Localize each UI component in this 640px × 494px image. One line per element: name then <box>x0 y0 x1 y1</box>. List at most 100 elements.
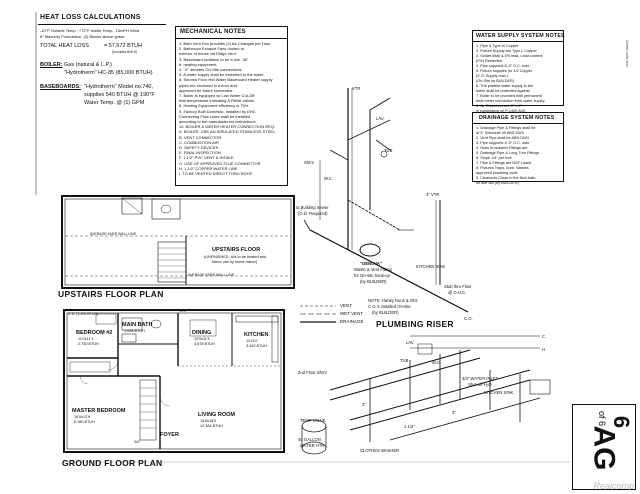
sheet-of: of 6 <box>597 411 607 427</box>
room-name: LIVING ROOM <box>198 412 235 418</box>
note-line: (2'-0" Supply max.) <box>476 74 509 78</box>
riser-tub: TUB <box>384 148 393 153</box>
note-line: 9. Factory Built Domestic, Installed by … <box>179 108 256 114</box>
lower-water-inlet2: Shut-off H₂O <box>468 382 492 387</box>
note-line: B. VENT CONNECTOR <box>179 134 222 140</box>
note-line: D. SAFETY DEVICES <box>179 145 219 151</box>
note-line: 5. Drainage Pipe & Long Turn Fittings <box>476 151 540 155</box>
heat-loss-line1: -10°F Outside Temp., +72°F Inside Temp.,… <box>40 28 140 33</box>
total-heat-loss-label: TOTAL HEAT LOSS <box>40 43 89 49</box>
note-line: 3. Baseboard radiation to be a min. 36" <box>179 56 249 62</box>
total-heat-loss-sub: (Includes 8x6 ft) <box>112 50 137 54</box>
ground-dim-top2: 8'-0" <box>180 309 188 313</box>
note-line: 10. BOILER & WATER HEATER CONNECTION REQ… <box>179 124 276 130</box>
riser-sewer-sub: (O.D. Required) <box>298 211 328 216</box>
note-line: that temperature indicating & Relief val… <box>179 98 256 104</box>
baseboard-text1: "Hydrotherm" Model no.740, <box>84 84 154 90</box>
note-line: boiler shall be protected against <box>476 89 530 93</box>
note-line: 8. Heating Equipment efficiency is 75% <box>179 103 249 109</box>
total-heat-loss-value: = 57,672 BTUH <box>104 43 143 49</box>
note-line: 5. Fixture supplies (to 1/2 Copper <box>476 69 533 73</box>
plumbing-legend-lines <box>300 305 336 323</box>
lower-wc: W.C. <box>432 360 442 365</box>
room-name: MASTER BEDROOM <box>72 408 126 414</box>
note-line: 4. Pipe supports 6'-0" O.C. max. <box>476 64 531 68</box>
room-btu: 4,878 BTUH <box>194 342 215 346</box>
room-size: 15'6x18'0 <box>200 419 217 423</box>
upstairs-room-sub1: (UNFINISHED, Not to be heated and <box>204 255 267 259</box>
note-line: 5. A water supply shall be extended to t… <box>179 72 265 78</box>
room-name: FOYER <box>160 432 179 438</box>
riser-lav: LAV. <box>376 116 385 121</box>
water-rule <box>473 41 563 42</box>
riser-co: C.O. <box>464 316 473 321</box>
heat-loss-rule <box>38 24 166 25</box>
drainage-notes-box: DRAINAGE SYSTEM NOTES 1. Drainage Pipe &… <box>472 112 564 185</box>
drainage-notes-list: 1. Drainage Pipe & Fittings shall be of … <box>476 126 564 186</box>
note-line: 4. Hubs to Isolated Fittings are <box>476 146 528 150</box>
lower-tub: TUB <box>400 358 409 363</box>
note-line: Connecting Flow Lines shall be installed <box>179 113 251 119</box>
lower-water-inlet: 3/4" WATER INLET <box>462 376 499 381</box>
room-btu: 2,730 BTUH <box>78 342 99 346</box>
note-line: 2. Fixture Supply are Type L Copper <box>476 49 537 53</box>
riser-stub-sub: @ O.H.C. <box>448 290 467 295</box>
drainage-notes-title: DRAINAGE SYSTEM NOTES <box>479 115 555 121</box>
mechanical-notes-box: MECHANICAL NOTES 1. Bath Vent Fan provid… <box>175 26 288 186</box>
note-line: 1. Pipe & Type M Copper <box>476 44 519 48</box>
lower-lav: LAV. <box>406 340 415 345</box>
room-btu: 3,440 BTUH <box>246 344 267 348</box>
note-line: 7. Boiler is equipped w/ Low Water Cut-O… <box>179 93 256 99</box>
boiler-text2: "Hydrotherm" HC-85 (85,000 BTUH) <box>64 70 153 76</box>
note-line: on-site will (by BUILDER) <box>476 181 519 185</box>
ground-dim-top: 9'-6" (3,300 BTUH) <box>68 312 99 316</box>
upstairs-room-label: UPSTAIRS FLOOR <box>212 247 261 253</box>
lower-dim-1-5in: 1 1/2" <box>404 424 415 429</box>
riser-vtr-3in: 3" VTR <box>426 192 440 197</box>
lower-gallon: 40 GALLON <box>298 437 321 442</box>
note-line: 7. Pipe & Fittings are NSF Listed <box>476 161 532 165</box>
riser-genova: "GENOVA" <box>360 261 382 266</box>
legend-wetvent: WET VENT <box>340 311 364 316</box>
note-line: 3. Solder shall & 0% lead, Lead content <box>476 54 543 58</box>
boiler-text1: Gas (natural & L.P.) <box>64 62 112 68</box>
watermark: Realcomp <box>593 481 634 491</box>
riser-stub: Stub thru Floor <box>444 284 472 289</box>
baseboard-text3: Water Temp. @ (1) GPM <box>84 100 145 106</box>
plumbing-riser-lower <box>301 335 551 455</box>
lower-temp-valve: TEMP VALVE <box>300 418 326 423</box>
note-line: 4. "V" denotes On-Site connections. <box>179 67 243 73</box>
room-name: DINING <box>192 330 212 336</box>
water-supply-notes-title: WATER SUPPLY SYSTEM NOTES <box>476 33 565 39</box>
note-line: (0%) Restricted <box>476 59 503 63</box>
drain-rule <box>473 123 563 124</box>
note-line: 1. Drainage Pipe & Fittings shall be <box>476 126 536 130</box>
boiler-label: BOILER: <box>40 62 63 68</box>
lower-clothes-washer: CLOTHES WASHER <box>360 448 400 453</box>
riser-sewer: to Building Sewer <box>296 205 329 210</box>
note-line: 6. Second Floor Hot Water Baseboard Heat… <box>179 77 273 83</box>
note-line: 8. Air Chambers are 1" x 8" <box>476 104 522 108</box>
legend-drainage: DRAINAGE <box>340 319 364 324</box>
lower-h-label: H <box>542 347 546 352</box>
note-line: approved for future concealed. <box>179 87 234 93</box>
plumbing-note3: (by BUILDER) <box>372 310 399 315</box>
note-line: 2. Vent Pipe shall be ABS-DWV <box>476 136 530 140</box>
mechanical-notes-list: 1. Bath Vent Fan provides (2) Air Change… <box>179 41 287 176</box>
riser-vtr: VTR <box>352 86 361 91</box>
lower-kitchen: KITCHEN SINK <box>484 390 514 395</box>
note-line: 9. Cleanouts Clean in the floor bath <box>476 176 536 180</box>
note-line: 6. The potable water supply to the <box>476 84 534 88</box>
note-line: 3. Pipe supports 4'-0" O.C. max. <box>476 141 531 145</box>
heat-loss-block: HEAT LOSS CALCULATIONS -10°F Outside Tem… <box>38 14 168 124</box>
room-btu: 1,094 BTUH <box>124 329 145 333</box>
lower-c-label: C <box>542 334 546 339</box>
note-line: H. 1 1/2" COPPER WATER LINE <box>179 165 238 171</box>
note-line: F. 1 1/2" PVC VENT & INTAKE <box>179 155 234 161</box>
plumbing-note2: C.O.'s installed On-site <box>368 304 411 309</box>
riser-shmr: Shmr <box>304 160 315 165</box>
water-supply-notes-box: WATER SUPPLY SYSTEM NOTES 1. Pipe & Type… <box>472 30 565 113</box>
baseboard-text2: supplies 540 BTUH @ 190°F <box>84 92 155 98</box>
ground-wall-dim: 3/4" <box>134 440 141 444</box>
